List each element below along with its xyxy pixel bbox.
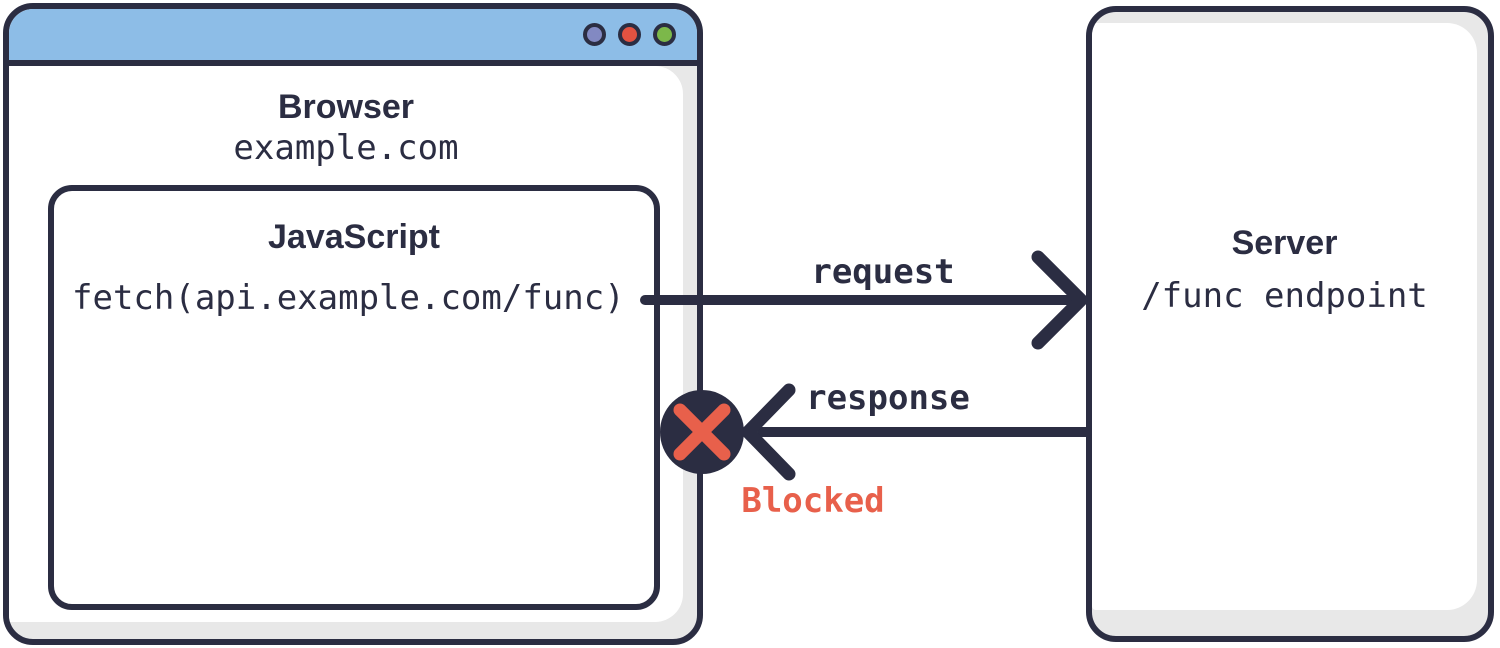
traffic-light-green-icon: [653, 23, 676, 46]
response-arrowhead-icon: [741, 383, 796, 481]
traffic-lights: [583, 9, 676, 60]
javascript-box: JavaScript fetch(api.example.com/func): [48, 185, 660, 610]
server-page: [1092, 23, 1477, 610]
fetch-code: fetch(api.example.com/func): [72, 278, 625, 318]
request-label: request: [811, 252, 955, 292]
traffic-light-red-icon: [618, 23, 641, 46]
browser-titlebar: [9, 9, 697, 66]
blocked-label: Blocked: [741, 481, 885, 521]
traffic-light-purple-icon: [583, 23, 606, 46]
server-window: Server /func endpoint: [1086, 6, 1494, 642]
javascript-box-title: JavaScript: [268, 218, 440, 256]
server-endpoint: /func endpoint: [1141, 276, 1428, 316]
response-label: response: [806, 378, 970, 418]
browser-title: Browser: [277, 88, 415, 126]
request-arrowhead-icon: [1031, 250, 1088, 350]
browser-origin: example.com: [233, 128, 459, 168]
server-title: Server: [1231, 224, 1338, 262]
